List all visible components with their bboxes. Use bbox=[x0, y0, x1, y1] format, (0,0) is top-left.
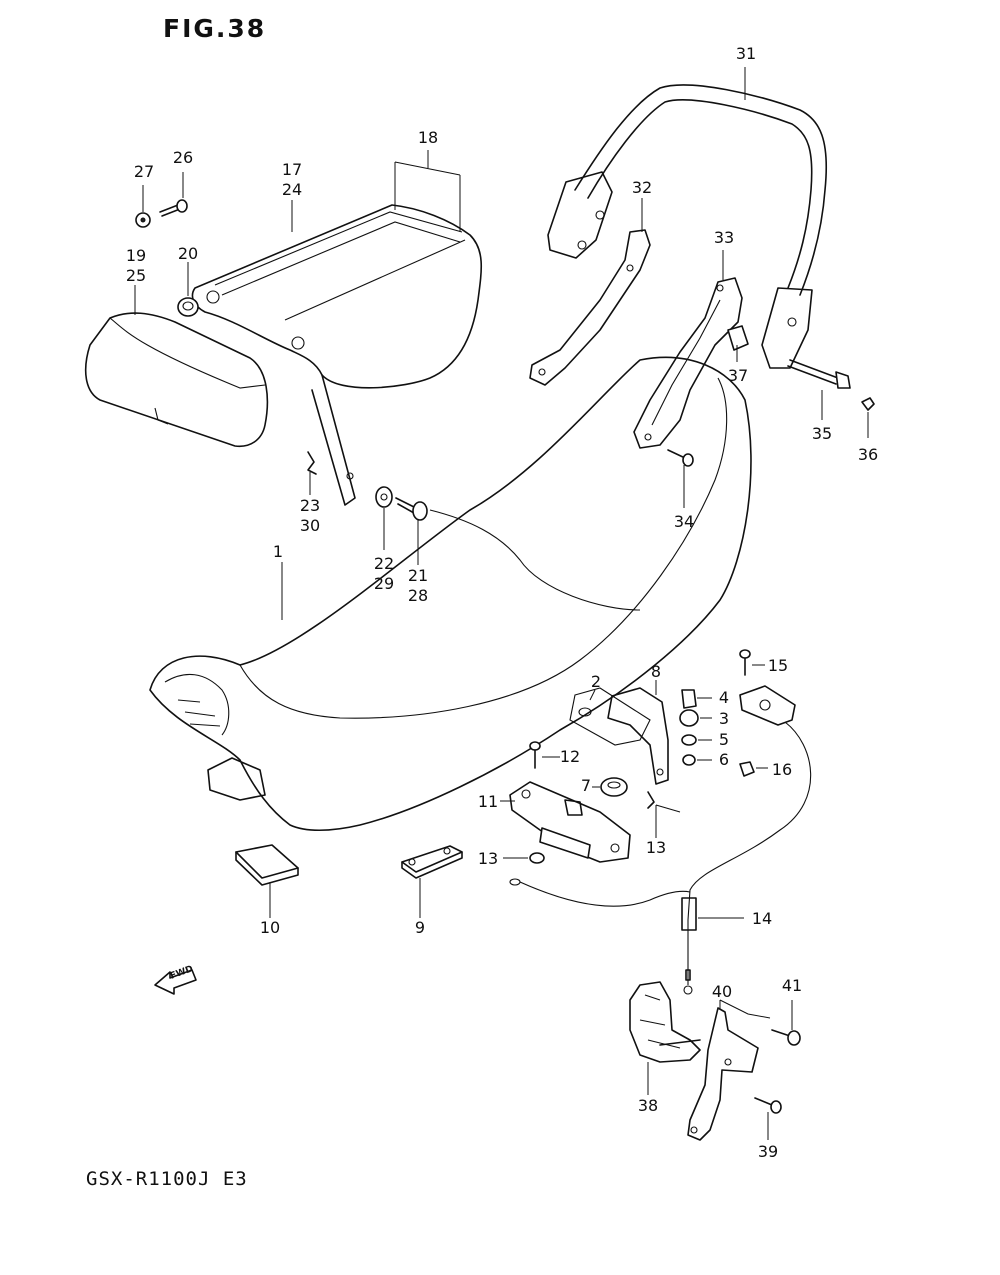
seat bbox=[149, 356, 752, 831]
callout-22: 22 bbox=[373, 554, 395, 573]
seat-lock-plate-2 bbox=[569, 687, 651, 746]
callout-2: 2 bbox=[590, 672, 602, 691]
callout-32: 32 bbox=[631, 178, 653, 197]
grommet-20 bbox=[177, 297, 199, 317]
callout-30: 30 bbox=[299, 516, 321, 535]
callout-11: 11 bbox=[477, 792, 499, 811]
leader-lines bbox=[134, 67, 869, 1140]
grab-rail bbox=[547, 84, 828, 369]
callout-12: 12 bbox=[559, 747, 581, 766]
pad-10 bbox=[235, 844, 299, 886]
callout-31: 31 bbox=[735, 44, 757, 63]
callout-29: 29 bbox=[373, 574, 395, 593]
callout-18: 18 bbox=[417, 128, 439, 147]
clip-13 bbox=[647, 791, 655, 809]
callout-16: 16 bbox=[771, 760, 793, 779]
cushion-7 bbox=[600, 777, 628, 797]
lock-bracket-40 bbox=[687, 1007, 759, 1141]
callout-13-left: 13 bbox=[477, 849, 499, 868]
callout-28: 28 bbox=[407, 586, 429, 605]
callout-13-right: 13 bbox=[645, 838, 667, 857]
callout-4: 4 bbox=[718, 688, 730, 707]
callout-20: 20 bbox=[177, 244, 199, 263]
callout-5: 5 bbox=[718, 730, 730, 749]
seat-lock-bracket-8 bbox=[607, 687, 669, 785]
spacer-37 bbox=[727, 325, 749, 351]
callout-27: 27 bbox=[133, 162, 155, 181]
screw-26 bbox=[159, 199, 188, 217]
callout-38: 38 bbox=[637, 1096, 659, 1115]
washer-5 bbox=[681, 734, 697, 746]
screw-41 bbox=[771, 1029, 801, 1046]
callout-41: 41 bbox=[781, 976, 803, 995]
callout-40: 40 bbox=[711, 982, 733, 1001]
figure-title: FIG.38 bbox=[163, 14, 267, 43]
seat-lock-base bbox=[509, 781, 631, 863]
callout-26: 26 bbox=[172, 148, 194, 167]
callout-15: 15 bbox=[767, 656, 789, 675]
callout-24: 24 bbox=[281, 180, 303, 199]
callout-6: 6 bbox=[718, 750, 730, 769]
bolt-35 bbox=[787, 359, 851, 389]
cushion-4 bbox=[681, 689, 697, 709]
callout-35: 35 bbox=[811, 424, 833, 443]
callout-33: 33 bbox=[713, 228, 735, 247]
callout-36: 36 bbox=[857, 445, 879, 464]
callout-23: 23 bbox=[299, 496, 321, 515]
nut-36 bbox=[861, 397, 875, 411]
cushion-3 bbox=[679, 709, 699, 727]
seat-tail-cover bbox=[191, 204, 483, 506]
nut-6 bbox=[682, 754, 696, 766]
plate-9 bbox=[401, 845, 463, 879]
callout-25: 25 bbox=[125, 266, 147, 285]
cable-holder bbox=[739, 649, 796, 777]
bolt-21 bbox=[395, 497, 428, 521]
screw-39 bbox=[754, 1097, 782, 1114]
rail-bracket-32 bbox=[529, 229, 651, 386]
washer-22 bbox=[375, 486, 393, 508]
callout-9: 9 bbox=[414, 918, 426, 937]
callout-3: 3 bbox=[718, 709, 730, 728]
nut-13 bbox=[529, 852, 545, 864]
callout-21: 21 bbox=[407, 566, 429, 585]
clip-23 bbox=[307, 451, 317, 475]
callout-14: 14 bbox=[751, 909, 773, 928]
washer-27 bbox=[135, 212, 151, 228]
screw-12 bbox=[529, 741, 541, 769]
bolt-34 bbox=[667, 449, 694, 467]
seat-lock-assembly bbox=[629, 981, 701, 1063]
callout-34: 34 bbox=[673, 512, 695, 531]
callout-19: 19 bbox=[125, 246, 147, 265]
seat-lock-cable bbox=[509, 721, 812, 995]
fwd-arrow-icon bbox=[154, 969, 197, 995]
callout-37: 37 bbox=[727, 366, 749, 385]
model-code: GSX-R1100J E3 bbox=[86, 1168, 248, 1190]
callout-17: 17 bbox=[281, 160, 303, 179]
callout-8: 8 bbox=[650, 662, 662, 681]
callout-39: 39 bbox=[757, 1142, 779, 1161]
callout-10: 10 bbox=[259, 918, 281, 937]
callout-1: 1 bbox=[272, 542, 284, 561]
seat-tail-pad bbox=[84, 312, 269, 448]
callout-7: 7 bbox=[580, 776, 592, 795]
rail-bracket-33 bbox=[633, 277, 743, 449]
